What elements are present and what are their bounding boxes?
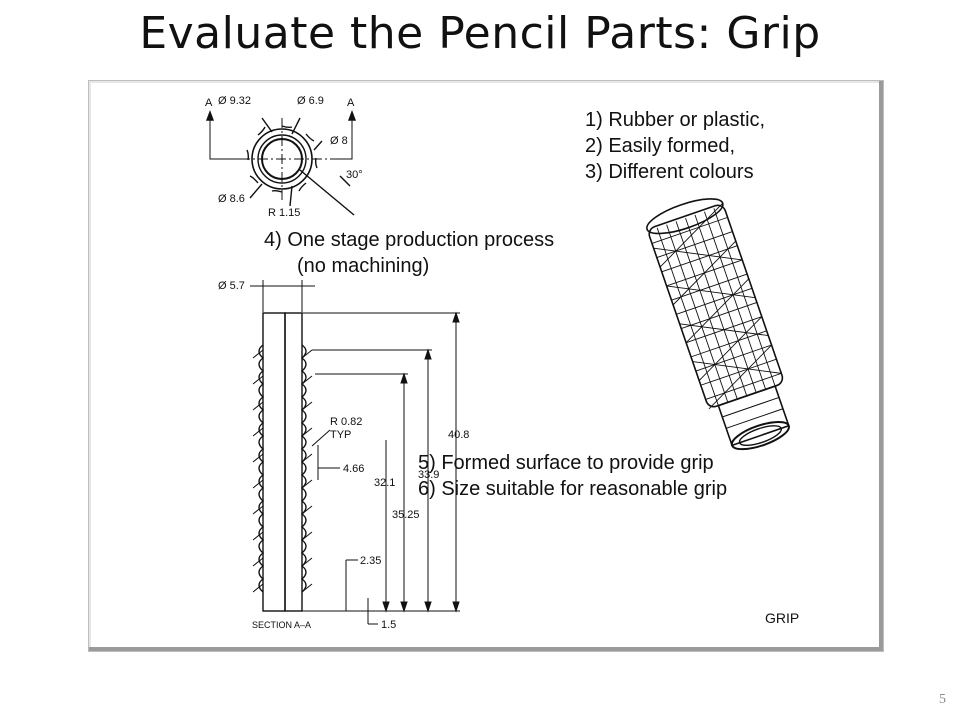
note-formed-surface: 5) Formed surface to provide grip <box>418 452 714 474</box>
dim-angle-30: 30° <box>346 169 363 181</box>
dim-235: 2.35 <box>360 555 381 567</box>
note-different-colours: 3) Different colours <box>585 161 754 183</box>
dim-od-57: Ø 5.7 <box>218 280 245 292</box>
dim-typ: TYP <box>330 429 351 441</box>
dim-section-a-right: A <box>347 97 355 109</box>
slide-title: Evaluate the Pencil Parts: Grip <box>139 8 821 59</box>
grip-3d-illustration <box>646 198 790 451</box>
dim-466: 4.66 <box>343 463 364 475</box>
part-name-label: GRIP <box>765 610 799 626</box>
dim-r-082: R 0.82 <box>330 416 362 428</box>
dim-section-a-left: A <box>205 97 213 109</box>
slide-number: 5 <box>939 692 946 707</box>
note-rubber-plastic: 1) Rubber or plastic, <box>585 109 766 131</box>
note-one-stage-production: 4) One stage production process <box>264 229 555 251</box>
note-easily-formed: 2) Easily formed, <box>585 135 736 157</box>
dim-od-69: Ø 6.9 <box>297 95 324 107</box>
dim-od-932: Ø 9.32 <box>218 95 251 107</box>
note-no-machining: (no machining) <box>297 255 430 277</box>
grip-end-view <box>205 110 357 216</box>
dim-3525: 35.25 <box>392 509 420 521</box>
note-size-suitable: 6) Size suitable for reasonable grip <box>418 478 728 500</box>
dim-408: 40.8 <box>448 429 469 441</box>
dim-321: 32.1 <box>374 477 395 489</box>
dim-od-8: Ø 8 <box>330 135 348 147</box>
section-label: SECTION A–A <box>252 620 311 630</box>
dim-r-115: R 1.15 <box>268 207 300 219</box>
dim-339: 33.9 <box>418 469 439 481</box>
dim-od-86: Ø 8.6 <box>218 193 245 205</box>
dim-15: 1.5 <box>381 619 396 631</box>
grip-section-view <box>250 280 460 625</box>
